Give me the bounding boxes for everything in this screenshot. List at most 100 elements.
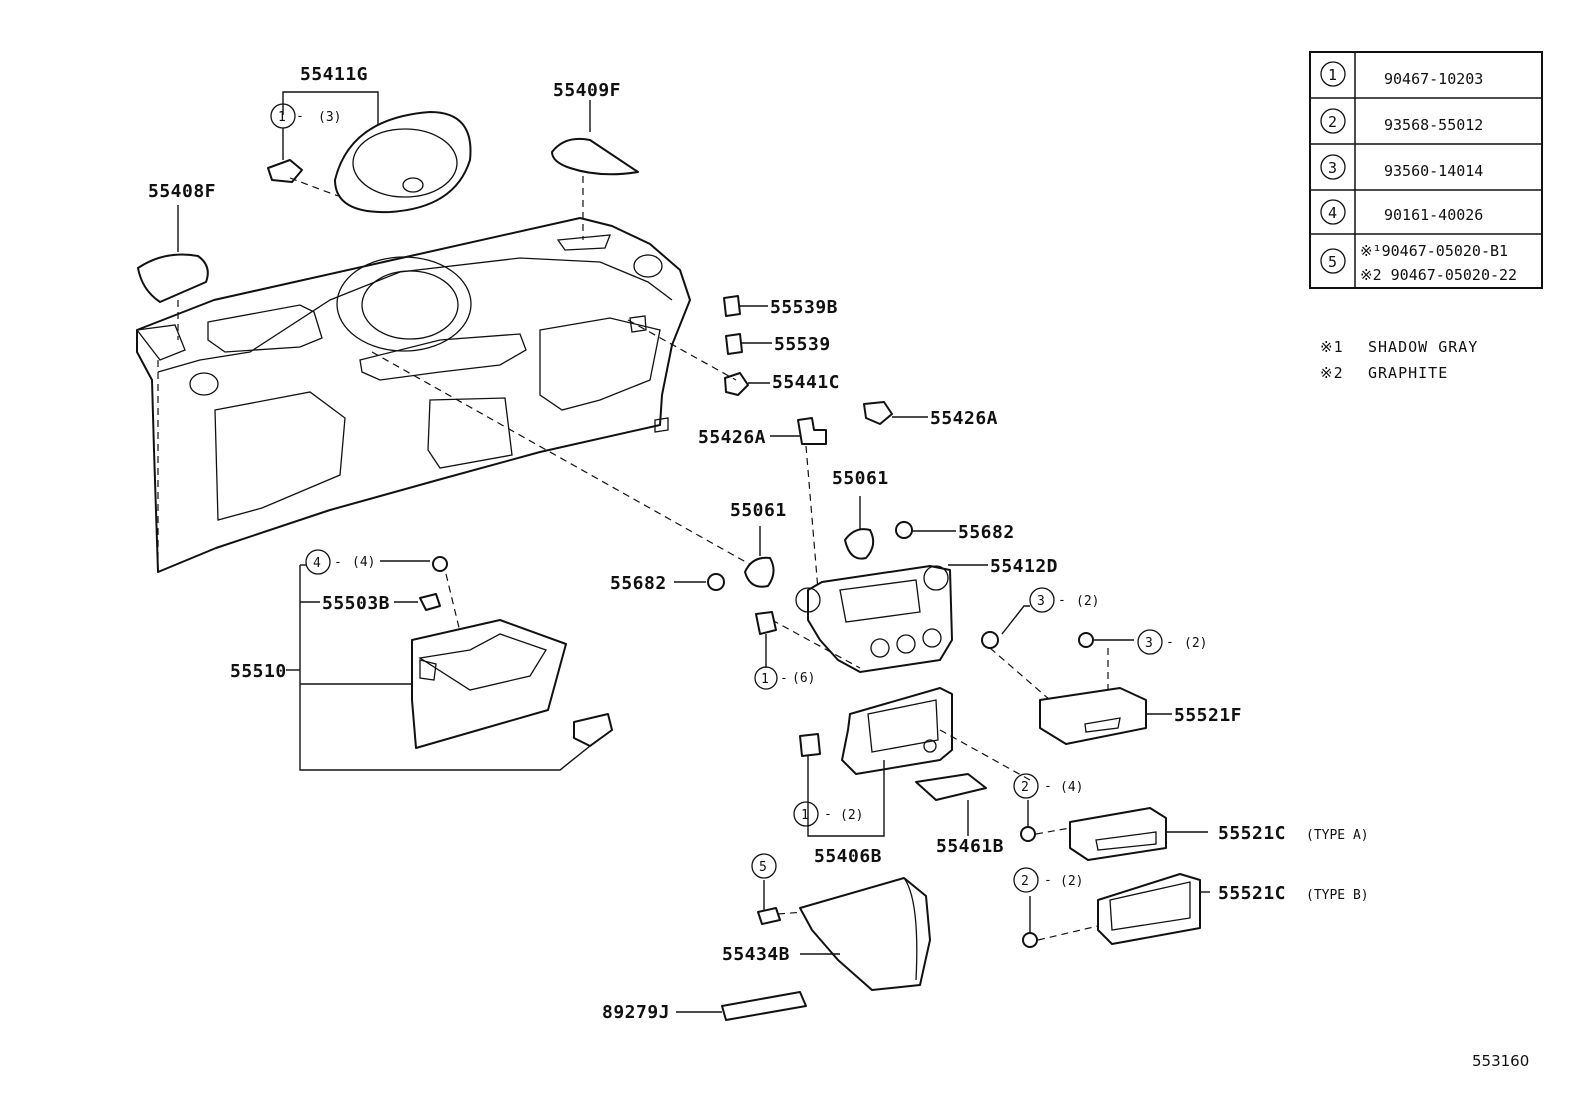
svg-text:-: - <box>1044 873 1052 888</box>
svg-text:1: 1 <box>1328 66 1337 84</box>
clip-55539b-drawing <box>723 295 741 317</box>
label-55461b: 55461B <box>936 836 1004 857</box>
clip-55406b-drawing <box>799 733 821 757</box>
svg-text:(3): (3) <box>318 110 341 125</box>
screw-3b-drawing <box>1078 632 1094 648</box>
cup-holder-type-a-drawing <box>1069 807 1167 861</box>
callout-2b: 2 - (2) <box>1013 867 1083 893</box>
label-55408f: 55408F <box>148 181 216 202</box>
clip-1-6-drawing <box>755 611 777 635</box>
svg-text:4: 4 <box>313 556 321 571</box>
svg-text:-: - <box>1166 635 1174 650</box>
bracket-55426a-left-drawing <box>797 417 827 445</box>
svg-text:SHADOW GRAY: SHADOW GRAY <box>1368 338 1478 356</box>
label-55061-right: 55061 <box>832 468 889 489</box>
svg-text:※2: ※2 <box>1320 364 1344 382</box>
screw-4-drawing <box>432 556 448 572</box>
side-cover-drawing <box>137 253 209 303</box>
svg-text:90467-10203: 90467-10203 <box>1384 70 1483 88</box>
table-row: 1 90467-10203 <box>1320 61 1483 88</box>
label-55441c: 55441C <box>772 372 840 393</box>
svg-text:-: - <box>334 555 342 570</box>
callout-3a: 3 - (2) <box>1029 587 1099 613</box>
bezel-55406b-drawing <box>841 687 953 775</box>
lower-cover-55434b-drawing <box>799 877 931 991</box>
cap-55682-right-drawing <box>895 521 913 539</box>
label-55426a-left: 55426A <box>698 427 766 448</box>
label-55539b: 55539B <box>770 297 838 318</box>
svg-text:※1: ※1 <box>1320 338 1344 356</box>
svg-text:(4): (4) <box>352 555 375 570</box>
svg-text:(2): (2) <box>840 808 863 823</box>
label-55434b: 55434B <box>722 944 790 965</box>
screw-3a-drawing <box>981 631 999 649</box>
svg-text:-: - <box>1044 779 1052 794</box>
label-55426a-right: 55426A <box>930 408 998 429</box>
glove-latch-drawing <box>573 713 613 747</box>
svg-text:※¹90467-05020-B1: ※¹90467-05020-B1 <box>1360 242 1508 260</box>
label-55510: 55510 <box>230 661 287 682</box>
svg-text:2: 2 <box>1328 113 1337 131</box>
meter-hood-drawing <box>267 111 472 214</box>
svg-text:-: - <box>780 671 788 686</box>
strip-89279j-drawing <box>721 991 807 1021</box>
svg-text:-: - <box>824 807 832 822</box>
heater-panel-drawing <box>795 565 953 673</box>
screw-2a-drawing <box>1020 826 1036 842</box>
tray-55461b-drawing <box>915 773 987 801</box>
label-55539: 55539 <box>774 334 831 355</box>
svg-text:3: 3 <box>1145 636 1153 651</box>
svg-text:90161-40026: 90161-40026 <box>1384 206 1483 224</box>
bumper-55503b-drawing <box>419 593 441 611</box>
screw-2b-drawing <box>1022 932 1038 948</box>
label-89279j: 89279J <box>602 1002 670 1023</box>
svg-text:5: 5 <box>1328 253 1337 271</box>
callout-3b: 3 - (2) <box>1137 629 1207 655</box>
svg-text:1: 1 <box>278 110 286 125</box>
label-type-a: (TYPE A) <box>1306 828 1369 843</box>
svg-text:2: 2 <box>1021 874 1029 889</box>
callout-1-low: 1 - (2) <box>793 801 863 827</box>
svg-text:1: 1 <box>801 808 809 823</box>
nut-55441c-drawing <box>724 372 749 396</box>
callout-5: 5 <box>751 853 777 879</box>
callout-1-mid: 1 - (6) <box>754 666 815 690</box>
svg-text:GRAPHITE: GRAPHITE <box>1368 364 1448 382</box>
svg-text:1: 1 <box>761 672 769 687</box>
color-notes: ※1 SHADOW GRAY ※2 GRAPHITE <box>1320 338 1478 382</box>
clip-55539-drawing <box>725 333 743 355</box>
reference-number: 553160 <box>1472 1052 1529 1070</box>
svg-text:(2): (2) <box>1076 594 1099 609</box>
svg-text:(2): (2) <box>1060 874 1083 889</box>
label-55061-left: 55061 <box>730 500 787 521</box>
glove-box-drawing <box>411 619 567 749</box>
label-55521f: 55521F <box>1174 705 1242 726</box>
svg-text:(6): (6) <box>792 671 815 686</box>
svg-text:2: 2 <box>1021 780 1029 795</box>
instrument-panel-drawing <box>135 217 691 573</box>
label-55682-right: 55682 <box>958 522 1015 543</box>
svg-text:4: 4 <box>1328 204 1337 222</box>
label-55682-left: 55682 <box>610 573 667 594</box>
label-55521c-type-b: 55521C <box>1218 883 1286 904</box>
cup-holder-type-b-drawing <box>1097 873 1201 945</box>
cup-holder-55521f-drawing <box>1039 687 1147 745</box>
bracket-55426a-right-drawing <box>863 401 893 425</box>
callout-2a: 2 - (4) <box>1013 773 1083 799</box>
cap-55682-left-drawing <box>707 573 725 591</box>
clip-5-drawing <box>757 907 781 925</box>
table-row: 2 93568-55012 <box>1320 108 1483 134</box>
knob-55061-left-drawing <box>744 556 775 588</box>
fastener-table: 1 90467-10203 2 93568-55012 3 93560-1401… <box>1309 51 1543 289</box>
knob-55061-right-drawing <box>844 528 875 560</box>
label-55521c-type-a: 55521C <box>1218 823 1286 844</box>
svg-text:93560-14014: 93560-14014 <box>1384 162 1483 180</box>
callout-1-top: 1 - (3) <box>270 103 341 129</box>
svg-text:※2 90467-05020-22: ※2 90467-05020-22 <box>1360 266 1517 284</box>
label-55411g: 55411G <box>300 64 368 85</box>
label-type-b: (TYPE B) <box>1306 888 1369 903</box>
svg-text:3: 3 <box>1037 594 1045 609</box>
svg-text:-: - <box>296 109 304 124</box>
svg-text:(4): (4) <box>1060 780 1083 795</box>
